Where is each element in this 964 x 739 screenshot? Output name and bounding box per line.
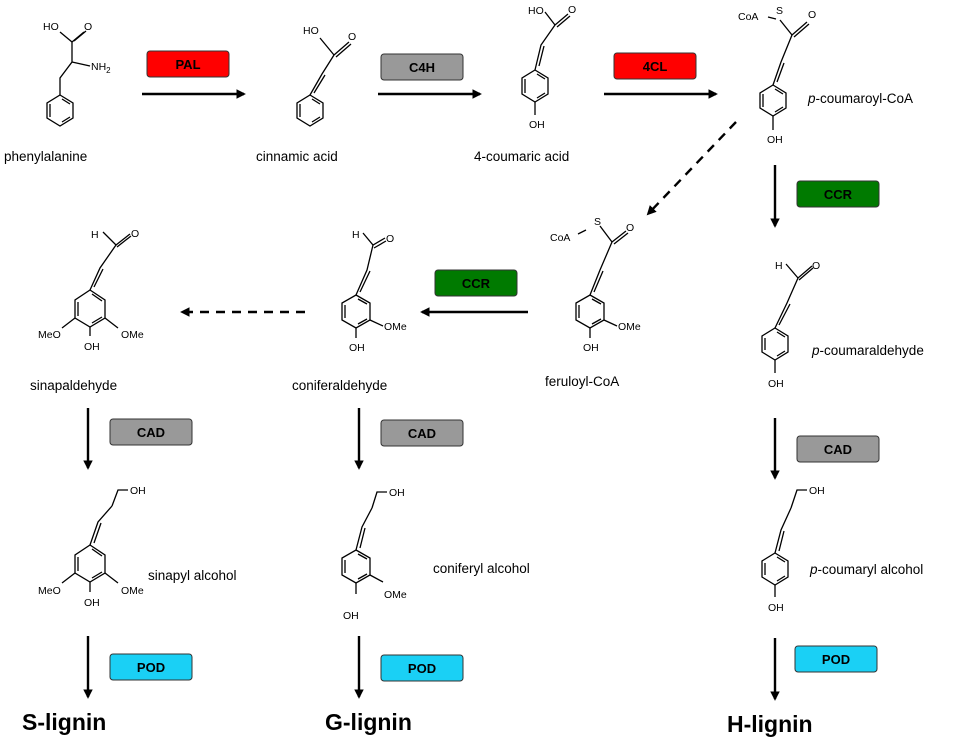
coniferaldehyde-structure: H O OMe OH [341, 229, 407, 354]
label-coumaroyl-coa: p-coumaroyl-CoA [807, 91, 913, 106]
reaction-arrows [83, 89, 780, 701]
enzyme-4cl: 4CL [613, 52, 697, 80]
hydroxyl-label: OH [768, 602, 784, 614]
svg-text:CCR: CCR [462, 276, 491, 291]
svg-text:4CL: 4CL [643, 59, 668, 74]
product-s-lignin: S-lignin [22, 709, 106, 735]
svg-text:POD: POD [822, 652, 850, 667]
acid-hydroxyl-label: HO [528, 5, 544, 17]
label-coumaryl-alcohol: p-coumaryl alcohol [809, 562, 923, 577]
carbonyl-o-label: O [348, 31, 356, 43]
label-coniferaldehyde: coniferaldehyde [292, 378, 387, 393]
svg-text:POD: POD [137, 660, 165, 675]
label-coumaric-acid: 4-coumaric acid [474, 149, 569, 164]
enzyme-pod-s: POD [109, 653, 193, 681]
enzyme-cad-g: CAD [380, 419, 464, 447]
svg-text:CAD: CAD [137, 425, 165, 440]
carbonyl-o-label: O [808, 9, 816, 21]
coumaroyl-coa-structure: OH CoA S O [738, 5, 816, 146]
hydroxyl-label: OH [343, 610, 359, 622]
methoxy-right-label: OMe [121, 329, 144, 341]
hydroxyl-label: HO [43, 21, 59, 33]
sulfur-label: S [594, 216, 601, 228]
label-sinapaldehyde: sinapaldehyde [30, 378, 117, 393]
label-phenylalanine: phenylalanine [4, 149, 87, 164]
hydroxyl-label: OH [767, 134, 783, 146]
carbonyl-o-label: O [568, 4, 576, 16]
enzyme-pod-h: POD [794, 645, 878, 673]
product-g-lignin: G-lignin [325, 709, 412, 735]
enzyme-ccr-mid: CCR [434, 269, 518, 297]
hydroxyl-label: OH [349, 342, 365, 354]
hydroxyl-label: OH [529, 119, 545, 131]
svg-text:C4H: C4H [409, 60, 435, 75]
sinapyl-alcohol-structure: OH MeO OMe OH [38, 485, 146, 609]
enzyme-pal: PAL [146, 50, 230, 78]
aldehyde-h-label: H [775, 260, 783, 272]
aldehyde-o-label: O [386, 233, 394, 245]
hydroxyl-label: OH [583, 342, 599, 354]
label-feruloyl-coa: feruloyl-CoA [545, 374, 619, 389]
feruloyl-coa-structure: CoA S O OMe OH [550, 216, 641, 354]
aldehyde-o-label: O [131, 228, 139, 240]
methoxy-label: OMe [618, 321, 641, 333]
enzyme-cad-s: CAD [109, 418, 193, 446]
hydroxyl-label: OH [84, 341, 100, 353]
carbonyl-o-label: O [626, 222, 634, 234]
label-sinapyl-alcohol: sinapyl alcohol [148, 568, 237, 583]
label-cinnamic-acid: cinnamic acid [256, 149, 338, 164]
arrow-dashed-to-feruloyl [646, 121, 737, 216]
coa-label: CoA [550, 232, 570, 244]
coniferyl-alcohol-structure: OH OMe OH [341, 487, 407, 622]
phenylalanine-structure: HO O NH2 [43, 21, 111, 127]
label-coumaraldehyde: p-coumaraldehyde [811, 343, 924, 358]
aldehyde-o-label: O [812, 260, 820, 272]
svg-text:CAD: CAD [408, 426, 436, 441]
amino-label: NH2 [91, 61, 111, 75]
coumaric-acid-structure: OH HO O [521, 4, 576, 131]
methoxy-left-label: MeO [38, 585, 61, 597]
carbonyl-o-label: O [84, 21, 92, 33]
enzyme-c4h: C4H [380, 53, 464, 81]
methoxy-label: OMe [384, 589, 407, 601]
coumaraldehyde-structure: H O OH [761, 260, 820, 390]
coa-label: CoA [738, 11, 758, 23]
product-h-lignin: H-lignin [727, 711, 813, 737]
enzyme-ccr-right: CCR [796, 180, 880, 208]
svg-text:CCR: CCR [824, 187, 853, 202]
hydroxyl-label: OH [84, 597, 100, 609]
methoxy-label: OMe [384, 321, 407, 333]
hydroxyl-label: HO [303, 25, 319, 37]
enzyme-cad-h: CAD [796, 435, 880, 463]
cinnamic-acid-structure: HO O [296, 25, 356, 127]
alcohol-oh-label: OH [809, 485, 825, 497]
methoxy-right-label: OMe [121, 585, 144, 597]
hydroxyl-label: OH [768, 378, 784, 390]
sulfur-label: S [776, 5, 783, 17]
svg-text:POD: POD [408, 661, 436, 676]
alcohol-oh-label: OH [389, 487, 405, 499]
aldehyde-h-label: H [91, 229, 99, 241]
alcohol-oh-label: OH [130, 485, 146, 497]
svg-text:PAL: PAL [175, 57, 200, 72]
aldehyde-h-label: H [352, 229, 360, 241]
label-coniferyl-alcohol: coniferyl alcohol [433, 561, 530, 576]
enzyme-pod-g: POD [380, 654, 464, 682]
sinapaldehyde-structure: H O MeO OMe OH [38, 228, 144, 353]
methoxy-left-label: MeO [38, 329, 61, 341]
coumaryl-alcohol-structure: OH OH [761, 485, 825, 614]
svg-text:CAD: CAD [824, 442, 852, 457]
